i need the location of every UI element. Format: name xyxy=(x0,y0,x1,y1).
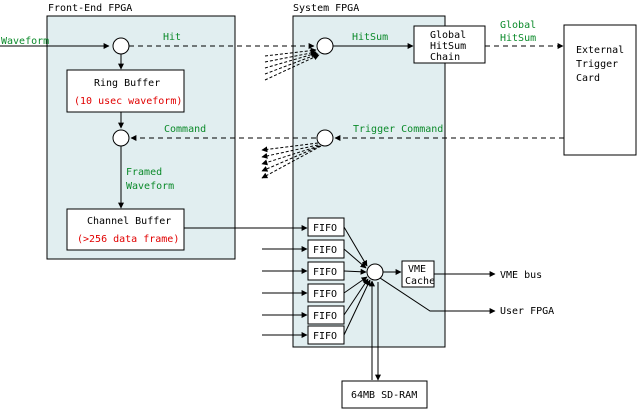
user-fpga-arrow xyxy=(379,277,496,314)
external-trigger-card-box xyxy=(563,24,637,156)
global-chain-line2: HitSum xyxy=(430,41,466,52)
hit-node xyxy=(112,37,130,55)
hitsum-node xyxy=(316,37,334,55)
vme-cache-line2: Cache xyxy=(405,276,435,287)
fifo-label: FIFO xyxy=(313,223,337,234)
fifo-label: FIFO xyxy=(313,289,337,300)
command-fan-out-arrows xyxy=(261,142,322,179)
fifo-group: FIFO FIFO FIFO FIFO FIFO FIFO xyxy=(307,217,345,345)
merge-node xyxy=(366,263,384,281)
trigger-card-line2: Trigger xyxy=(576,59,618,70)
framed-label-line2: Waveform xyxy=(126,181,174,192)
fifo-input-arrows xyxy=(262,246,308,338)
user-fpga-label: User FPGA xyxy=(500,306,554,317)
global-chain-line1: Global xyxy=(430,30,466,41)
vme-bus-label: VME bus xyxy=(500,270,542,281)
command-label: Command xyxy=(164,124,206,135)
command-node xyxy=(112,129,130,147)
channel-buffer-box xyxy=(66,208,185,251)
fifo-label: FIFO xyxy=(313,267,337,278)
sdram-box xyxy=(341,380,428,409)
fifo-to-merge-arrows xyxy=(343,226,371,336)
waveform-input-label: Waveform xyxy=(1,36,49,47)
global-hitsum-label-line2: HitSum xyxy=(500,33,536,44)
trigger-card-line1: External xyxy=(576,45,624,56)
global-chain-line3: Chain xyxy=(430,52,460,63)
vme-cache-box xyxy=(401,260,435,288)
global-hitsum-label-line1: Global xyxy=(500,20,536,31)
ring-buffer-note: (10 usec waveform) xyxy=(74,96,182,107)
trigger-card-line3: Card xyxy=(576,73,600,84)
global-hitsum-chain-box xyxy=(413,25,486,64)
ring-buffer-box xyxy=(66,69,185,113)
hitsum-fan-in-arrows xyxy=(264,47,320,81)
trigger-command-label: Trigger Command xyxy=(353,124,443,135)
trigger-command-node xyxy=(316,129,334,147)
ring-buffer-label: Ring Buffer xyxy=(94,78,160,89)
fifo-label: FIFO xyxy=(313,311,337,322)
front-end-fpga-title: Front-End FPGA xyxy=(48,3,132,14)
channel-buffer-label: Channel Buffer xyxy=(87,216,171,227)
sdram-label: 64MB SD-RAM xyxy=(351,390,417,401)
hit-label: Hit xyxy=(163,32,181,43)
fifo-label: FIFO xyxy=(313,331,337,342)
fifo-label: FIFO xyxy=(313,245,337,256)
vme-cache-line1: VME xyxy=(408,264,426,275)
framed-label-line1: Framed xyxy=(126,167,162,178)
channel-buffer-note: (>256 data frame) xyxy=(77,234,179,245)
hitsum-label: HitSum xyxy=(352,32,388,43)
system-fpga-title: System FPGA xyxy=(293,3,359,14)
